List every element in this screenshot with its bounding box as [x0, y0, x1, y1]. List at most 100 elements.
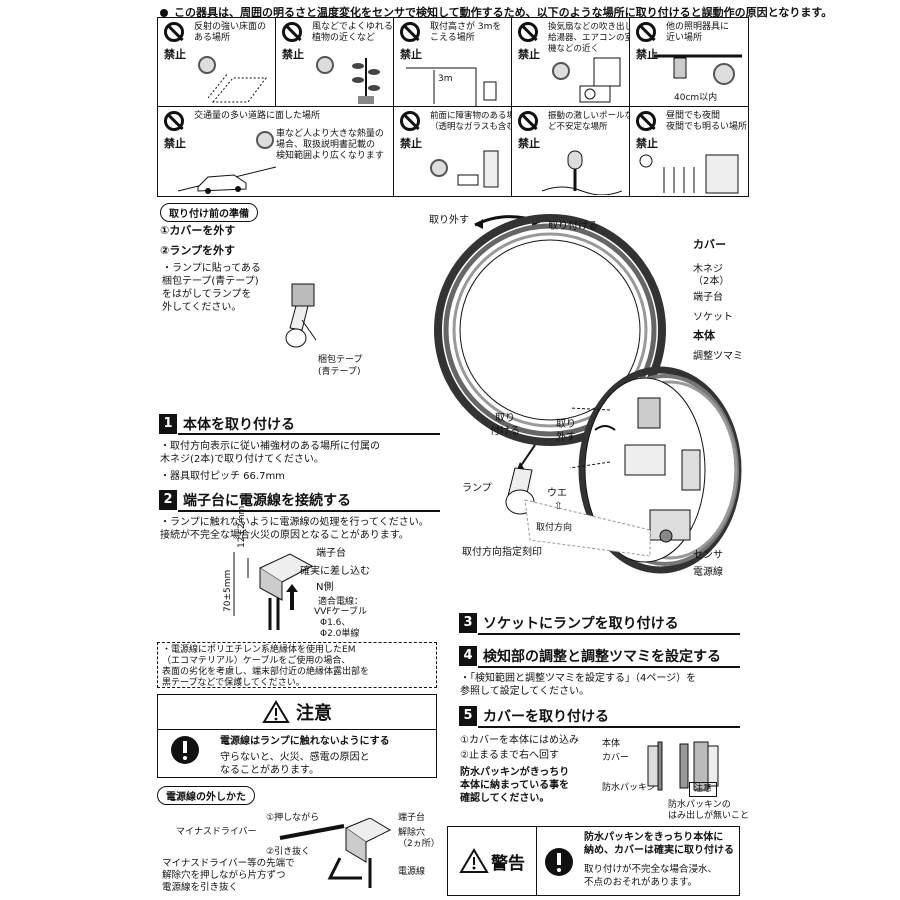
step5-underline	[478, 726, 740, 728]
light-fixture-icon	[654, 54, 742, 85]
sensor-icon	[552, 62, 570, 80]
dim-70mm: 70±5mm	[223, 569, 233, 612]
car-icon	[178, 166, 277, 194]
label-terminal: 端子台	[693, 292, 723, 303]
header-note: この器具は、周囲の明るさと温度変化をセンサで検知して動作するため、以下のような場…	[160, 4, 832, 20]
warning-triangle-icon	[262, 700, 290, 723]
step1-pitch: ・器具取付ピッチ 66.7mm	[160, 471, 285, 482]
removal-hole: 解除穴 （2ヵ所）	[398, 828, 440, 849]
label-cover: カバー	[693, 238, 726, 251]
step5-cover: カバー	[602, 753, 630, 763]
label-remove: 取り外す	[429, 215, 469, 226]
prohibit-icon	[164, 111, 184, 131]
prep-section-title: 取り付け前の準備	[160, 203, 258, 222]
dim-12mm: 12±2mm	[237, 505, 247, 548]
warning-reflective-floor: 禁止 反射の強い床面の ある場所	[158, 18, 276, 107]
step5-s3: 防水パッキンがきっちり 本体に納まっている事を 確認してください。	[460, 767, 570, 804]
removal-text: マイナスドライバー等の先端で 解除穴を押しながら片方ずつ 電源線を引き抜く	[162, 858, 295, 893]
tape-label: 梱包テープ (青テープ)	[318, 355, 363, 377]
house-height-illustration	[406, 67, 497, 106]
removal-section-title: 電源線の外しかた	[157, 786, 255, 805]
prohibit-icon	[518, 22, 538, 42]
sun-fence-icon	[639, 154, 739, 194]
warning-vibrating-pole: 禁止 振動の激しいポールな ど不安定な場所	[512, 107, 630, 196]
prohibit-icon	[636, 111, 656, 131]
label-dir-mark: 取付方向指定刻印	[462, 547, 542, 558]
label-wire: 電源線	[693, 567, 723, 578]
label-knob: 調整ツマミ	[693, 351, 743, 362]
step5-s1: ①カバーを本体にはめ込み	[460, 735, 579, 746]
warning-height-over-3m: 禁止 取付高さが 3mを こえる場所 3m	[394, 18, 512, 107]
removal-pull: ②引き抜く	[266, 847, 311, 857]
removal-push: ①押しながら	[266, 813, 320, 823]
arrow-up-icon: ⇧	[554, 501, 563, 512]
step2-underline	[178, 510, 440, 512]
sensor-icon	[430, 159, 448, 177]
reflective-floor-illustration	[208, 72, 267, 103]
step5-caution: 注意	[689, 782, 718, 797]
warning-header: 警告	[448, 827, 537, 895]
label-attach: 取り付ける	[548, 221, 598, 232]
caution-box: 注意 電源線はランプに触れないようにする 守らないと、火災、感電の原因と なるこ…	[157, 694, 437, 778]
plant-icon	[352, 58, 380, 104]
step5-s2: ②止まるまで右へ回す	[460, 750, 559, 761]
warning-vents-aircon: 禁止 換気扇などの吹き出し口、 給湯器、エアコンの室外 機などの近く	[512, 18, 630, 107]
label-lamp: ランプ	[462, 483, 492, 494]
label-dir: 取付方向	[536, 523, 573, 533]
step4-text: ・「検知範囲と調整ツマミを設定する」（4ページ）を 参照して設定してください。	[460, 673, 697, 697]
warning-busy-road: 禁止 交通量の多い道路に面した場所 車など人より大きな熱量の 場合、取扱説明書記…	[158, 107, 394, 196]
warning-bright-place: 禁止 昼間でも夜間 夜間でも明るい場所	[630, 107, 748, 196]
sensor-icon	[316, 56, 334, 74]
wire-removal-illustration	[279, 818, 392, 888]
label-socket: ソケット	[693, 312, 733, 323]
warning-obstacles-front: 禁止 前面に障害物のある場所 （透明なガラスも含む）	[394, 107, 512, 196]
label-body: 本体	[693, 329, 715, 342]
wiring-terminal: 端子台	[316, 548, 346, 559]
sensor-icon	[256, 131, 274, 149]
cable-phi1: Φ1.6、	[320, 618, 351, 628]
prohibit-icon	[164, 22, 184, 42]
label-screw: 木ネジ （2本）	[693, 264, 730, 287]
label-sensor: センサ	[693, 550, 723, 561]
warning-swaying-plants: 禁止 風などでよくゆれる 植物の近くなど	[276, 18, 394, 107]
cover-gasket-illustration	[647, 741, 719, 791]
mandatory-icon	[171, 736, 199, 764]
label-lamp-attach: 取り 付ける	[490, 413, 520, 437]
step5-gasket: 防水パッキン	[602, 783, 656, 793]
prohibit-icon	[282, 22, 302, 42]
caution-header: 注意	[158, 695, 436, 730]
prohibited-locations-grid: 禁止 反射の強い床面の ある場所 禁止 風などでよくゆれる 植物の近くなど 禁止…	[157, 17, 749, 197]
mandatory-icon	[545, 848, 573, 876]
step1-text: ・取付方向表示に従い補強材のある場所に付属の 木ネジ(2本)で取り付けてください…	[160, 441, 380, 465]
lamp-with-tape-icon	[285, 283, 317, 348]
glass-obstacle-icon	[457, 150, 499, 188]
removal-wire: 電源線	[398, 867, 426, 877]
prohibit-icon	[636, 22, 656, 42]
prohibit-icon	[400, 111, 420, 131]
prep-step2: ②ランプを外す	[160, 244, 235, 257]
step3-underline	[478, 633, 740, 635]
ac-unit-icon	[579, 57, 621, 103]
wiring-diagram	[233, 552, 314, 630]
warning-box: 警告 防水パッキンをきっちり本体に 納め、カバーは確実に取り付ける 取り付けが不…	[447, 826, 740, 896]
removal-terminal: 端子台	[398, 813, 426, 823]
step2-text: ・ランプに触れないように電源線の処理を行ってください。 接続が不完全な場合火災の…	[160, 517, 429, 541]
step4-underline	[478, 666, 740, 668]
wiring-insert: 確実に差し込む	[300, 566, 370, 577]
step1-underline	[178, 433, 440, 435]
bullet-icon	[160, 9, 168, 17]
prohibit-icon	[518, 111, 538, 131]
prohibit-icon	[400, 22, 420, 42]
label-ue: ウエ	[547, 488, 567, 499]
warning-near-other-lights: 禁止 他の照明器具に 近い場所 40cm以内	[630, 18, 748, 107]
sensor-icon	[198, 56, 216, 74]
step5-gasket-note: 防水パッキンの はみ出しが無いこと	[668, 800, 750, 821]
cable-title: 適合電線：	[318, 597, 364, 607]
removal-driver: マイナスドライバー	[176, 827, 257, 837]
label-lamp-remove: 取り 外す	[556, 419, 576, 443]
